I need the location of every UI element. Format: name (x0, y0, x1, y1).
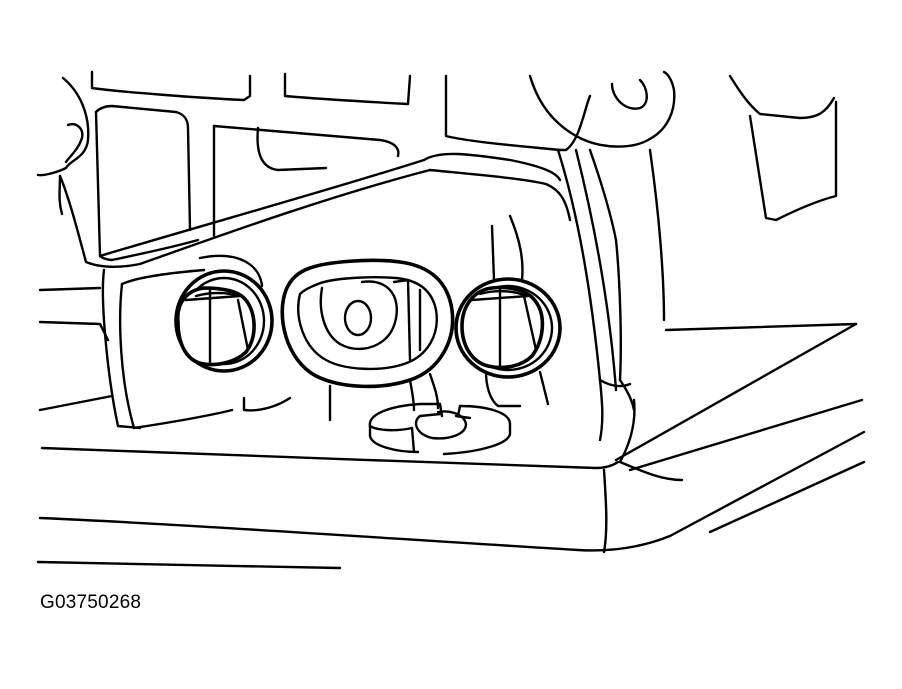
upper-casting-ribs (36, 70, 838, 392)
left-case-wall (38, 174, 292, 430)
figure-id-label: G03750268 (40, 592, 142, 613)
center-boss-opening (280, 258, 455, 422)
lower-casting-edges (36, 322, 866, 570)
right-bolt-icon (454, 214, 562, 408)
washer-icon (368, 402, 512, 456)
left-bolt-icon (174, 269, 274, 373)
